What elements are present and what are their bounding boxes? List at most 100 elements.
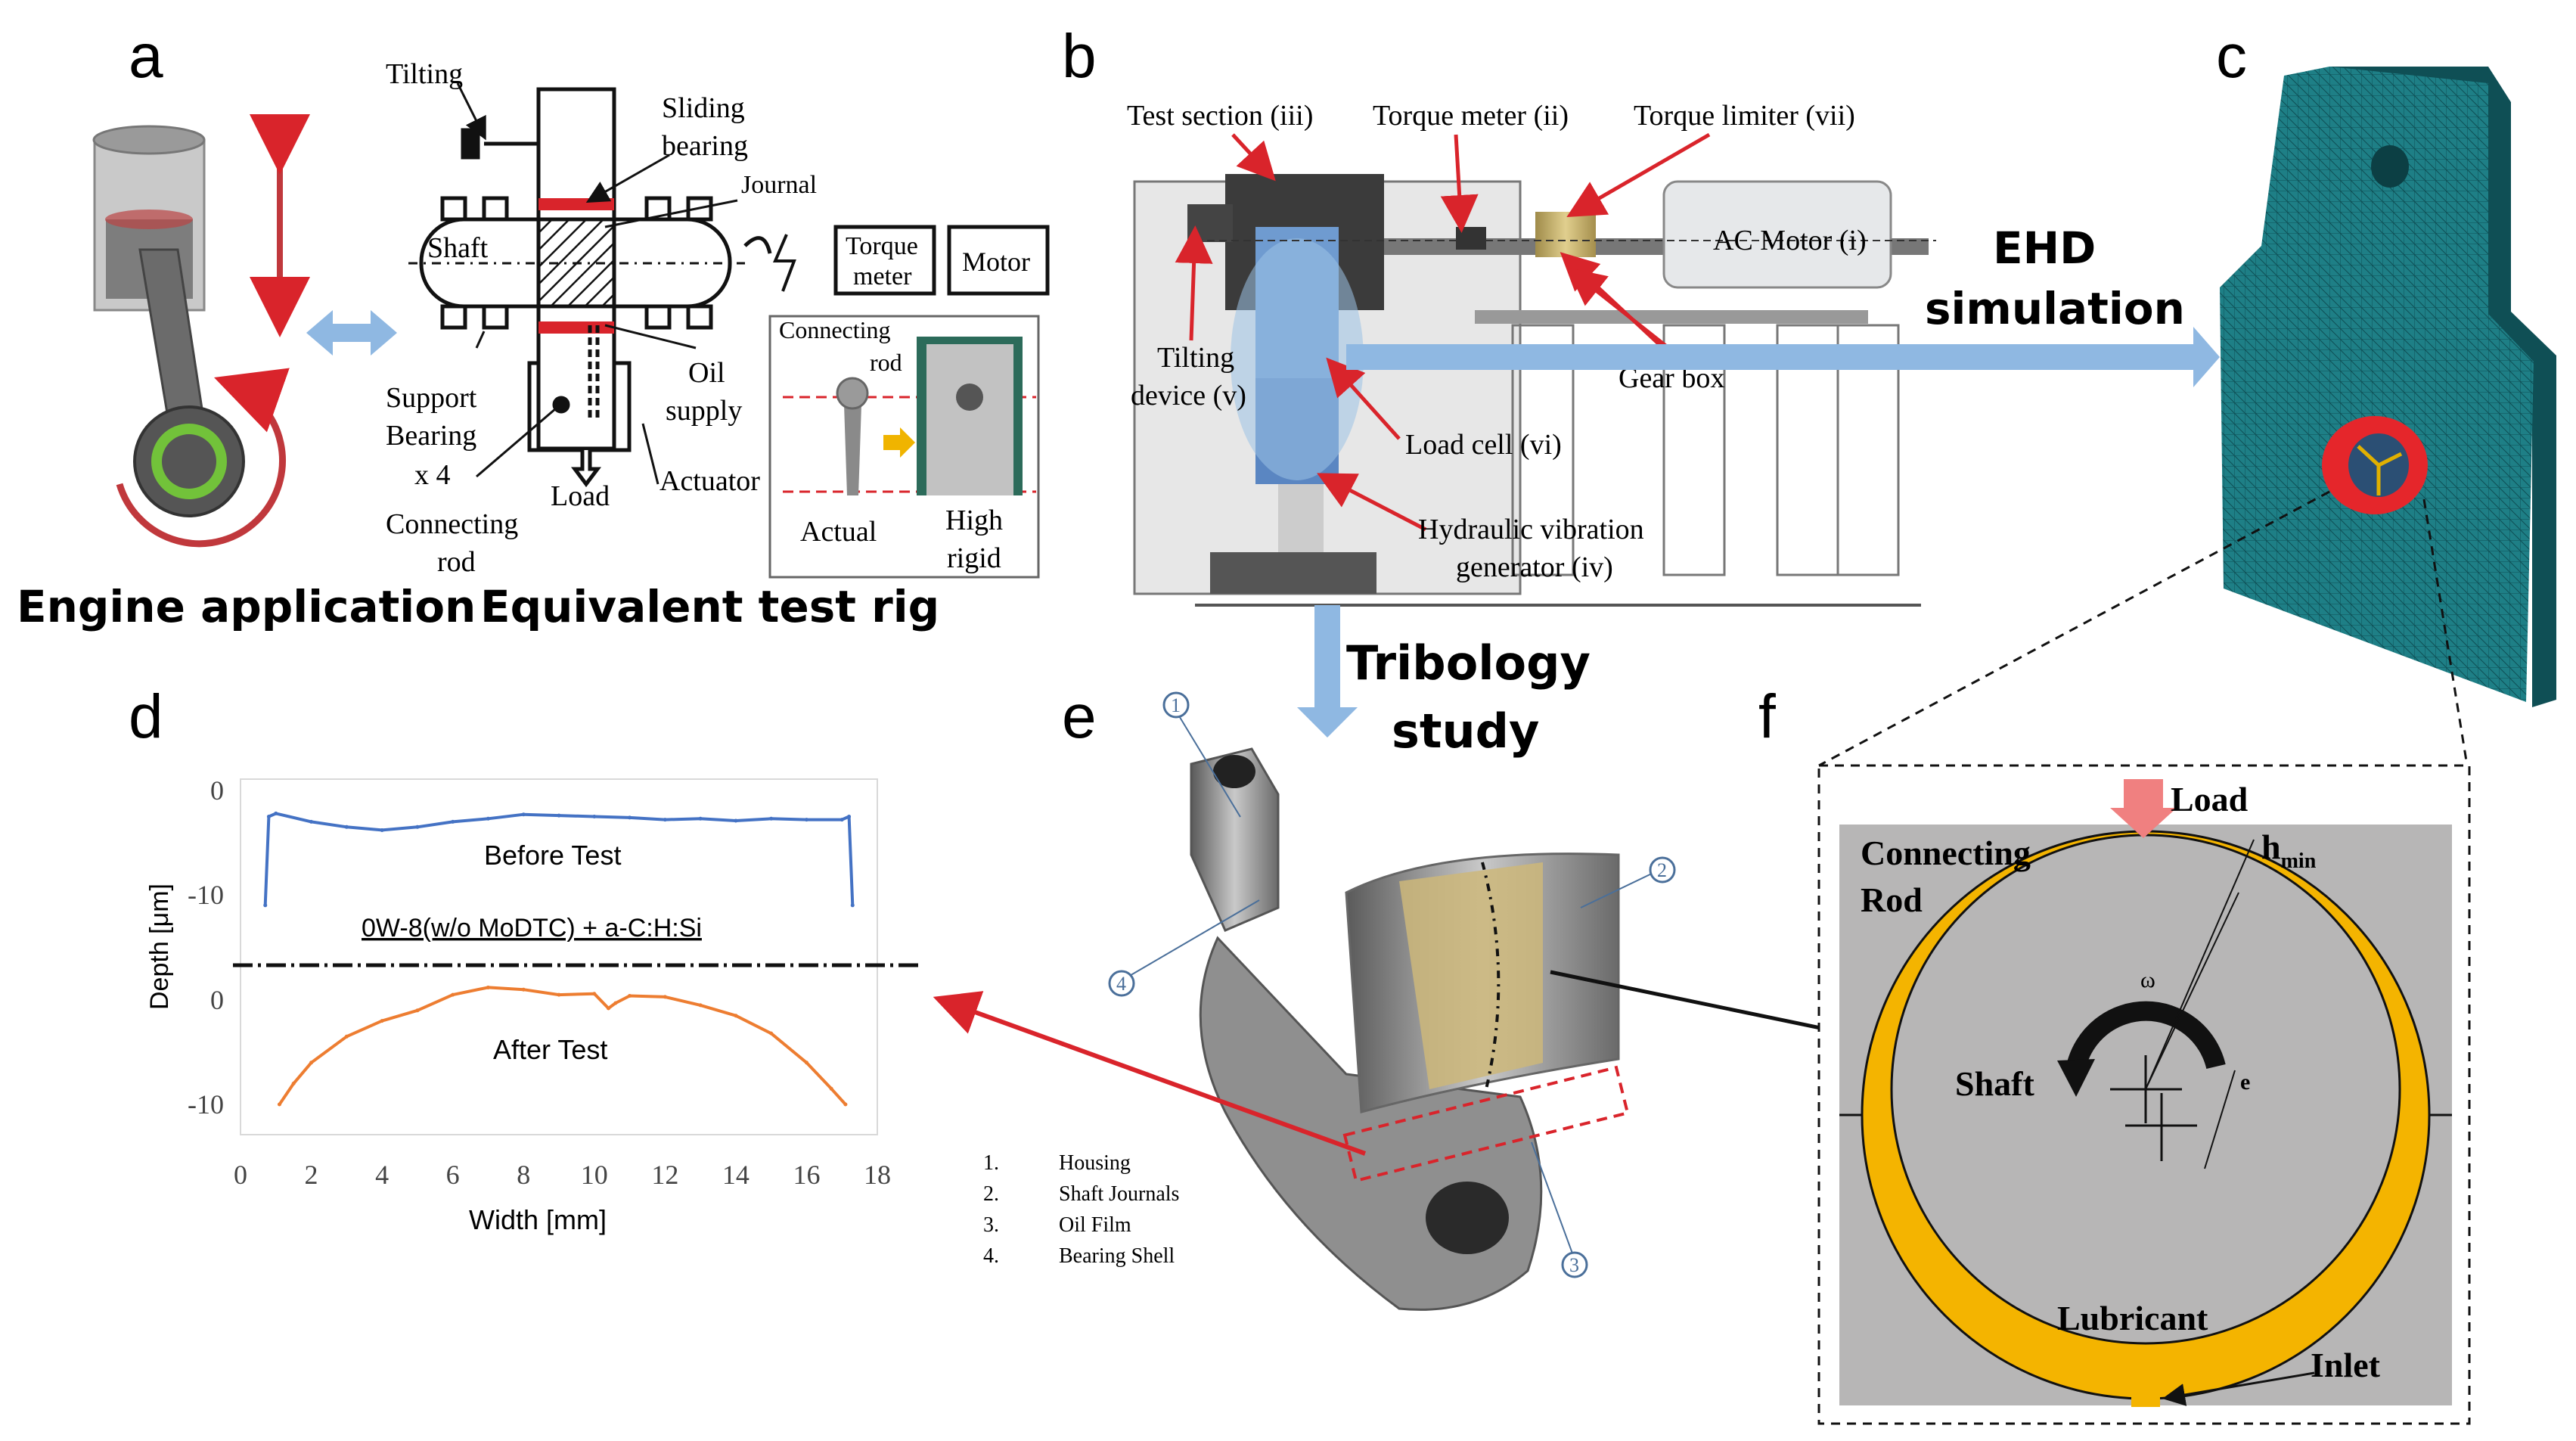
xtick-0: 0 <box>234 1160 247 1190</box>
data-point-after-1 <box>291 1081 296 1085</box>
label-torque: Torque <box>846 232 918 260</box>
data-point-after-0 <box>277 1102 281 1107</box>
rod-labels: Load Connecting Rod hmin ω Shaft e Lubri… <box>1861 780 2381 1384</box>
label-connecting: Connecting <box>386 508 518 540</box>
data-point-after-20 <box>843 1102 848 1107</box>
label-test-section: Test section (iii) <box>1127 100 1313 132</box>
zoom-line-right <box>2422 498 2469 766</box>
legend-text-3: Oil Film <box>1059 1213 1131 1237</box>
callout-3-number: 3 <box>1569 1254 1579 1276</box>
data-point-after-11 <box>606 1006 610 1011</box>
data-point-after-13 <box>628 993 632 998</box>
panel-e-letter: e <box>1062 682 1097 751</box>
legend-num-2: 2. <box>983 1182 999 1206</box>
label-before-test: Before Test <box>484 840 621 871</box>
test-rig-schematic <box>408 82 1050 579</box>
data-point-after-12 <box>613 1001 618 1005</box>
legend-num-1: 1. <box>983 1151 999 1175</box>
data-point-before-4 <box>344 825 349 829</box>
xtick-2: 4 <box>375 1160 389 1190</box>
data-point-before-3 <box>309 819 314 824</box>
radius-line <box>2145 892 2239 1090</box>
inlet-leader <box>2162 1371 2315 1406</box>
fe-mesh-model <box>2220 67 2556 707</box>
panel-e: e 1 2 3 <box>933 682 1868 1311</box>
data-point-after-7 <box>486 985 490 989</box>
black-arrow-to-f <box>1550 970 1868 1049</box>
data-point-after-16 <box>734 1014 738 1018</box>
data-point-after-3 <box>344 1034 349 1039</box>
highlight-oval <box>1231 238 1364 480</box>
data-point-before-20 <box>850 903 855 908</box>
label-actual: Actual <box>800 516 877 548</box>
rig-labels: Tilting Sliding bearing Journal Shaft To… <box>386 58 1030 578</box>
xtick-8: 16 <box>793 1160 820 1190</box>
ehd-arrow <box>1346 327 2220 387</box>
data-point-before-2 <box>274 811 278 815</box>
label-actuator: Actuator <box>660 465 760 497</box>
data-point-before-6 <box>415 825 420 829</box>
callout-1: 1 <box>1162 691 1241 818</box>
label-sample: 0W-8(w/o MoDTC) + a-C:H:Si <box>362 914 702 943</box>
tribology-arrow <box>1297 605 1358 738</box>
data-point-after-19 <box>829 1086 833 1091</box>
data-point-before-12 <box>628 815 632 820</box>
data-point-before-9 <box>521 812 526 817</box>
label-e: e <box>2240 1070 2250 1095</box>
xtick-5: 10 <box>581 1160 608 1190</box>
xtick-1: 2 <box>305 1160 318 1190</box>
ehd-label-line2: simulation <box>1925 283 2185 334</box>
label-load: Load <box>551 480 610 512</box>
label-tilting-device: Tilting <box>1157 342 1234 374</box>
callout-4-number: 4 <box>1116 973 1126 995</box>
panel-f-letter: f <box>1758 682 1776 751</box>
data-point-before-16 <box>769 816 774 821</box>
label-hmin-sub: min <box>2281 849 2317 873</box>
label-rod: rod <box>437 546 476 578</box>
ytick-upper-0: 0 <box>210 775 224 806</box>
tribology-label-line2: study <box>1392 703 1539 759</box>
label-shaft: Shaft <box>427 232 489 264</box>
caption-equivalent-test-rig: Equivalent test rig <box>480 581 939 632</box>
data-point-before-8 <box>486 816 490 821</box>
label-tilting: Tilting <box>386 58 463 90</box>
label-support: Support <box>386 382 477 414</box>
label-ac-motor: AC Motor (i) <box>1713 225 1867 256</box>
data-point-before-0 <box>263 903 268 908</box>
ytick-upper-1: -10 <box>188 880 224 910</box>
legend-e: 1. Housing 2. Shaft Journals 3. Oil Film… <box>983 1151 1179 1268</box>
legend-num-3: 3. <box>983 1213 999 1237</box>
data-point-before-5 <box>380 828 384 832</box>
panel-c: c <box>2216 22 2556 707</box>
label-hmin-main: h <box>2261 828 2281 866</box>
label-load-cell: Load cell (vi) <box>1405 429 1562 461</box>
data-point-after-9 <box>557 992 561 997</box>
data-point-after-15 <box>698 1003 703 1008</box>
data-point-after-2 <box>309 1061 314 1065</box>
label-after-test: After Test <box>493 1034 607 1065</box>
xtick-3: 6 <box>446 1160 460 1190</box>
panel-a: a Engine application <box>17 22 1050 632</box>
xtick-4: 8 <box>517 1160 530 1190</box>
bearing-cutaway-render <box>1190 747 1630 1311</box>
load-arrow <box>2110 779 2177 838</box>
label-device: device (v) <box>1131 380 1246 411</box>
engine-illustration <box>92 114 310 548</box>
label-shaft-f: Shaft <box>1955 1064 2034 1103</box>
inlet-channel <box>2131 1393 2160 1407</box>
rotation-arrow <box>2066 1001 2226 1070</box>
zoom-line-left <box>1818 490 2330 767</box>
data-point-after-4 <box>380 1019 384 1023</box>
label-generator: generator (iv) <box>1456 551 1613 583</box>
inset-photos <box>783 337 1036 495</box>
label-connecting-rod-2: Rod <box>1861 880 1923 919</box>
data-point-after-17 <box>769 1031 774 1036</box>
tribology-label-line1: Tribology <box>1346 635 1591 691</box>
panel-b: b <box>1062 22 2220 759</box>
chart-xlabel: Width [mm] <box>469 1204 607 1235</box>
callout-1-number: 1 <box>1171 694 1181 716</box>
data-point-after-18 <box>804 1061 808 1065</box>
callout-2-number: 2 <box>1657 859 1667 881</box>
